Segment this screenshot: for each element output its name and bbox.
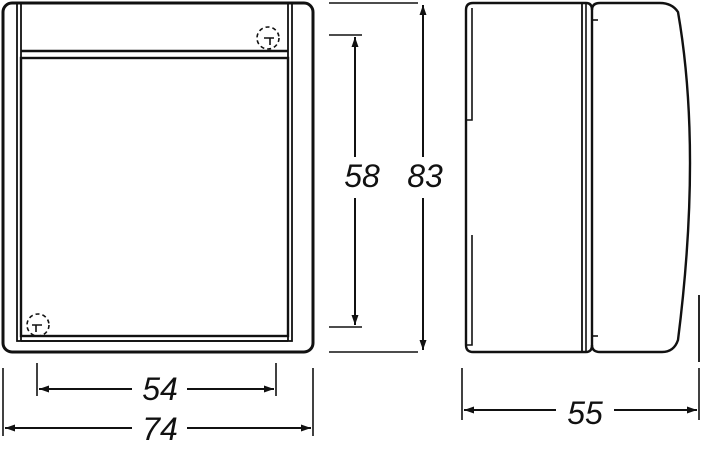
dimension-58: 58 [344, 37, 380, 325]
side-extension-lines [461, 368, 700, 420]
side-curved-lid [590, 1, 692, 354]
dimension-54-label: 54 [142, 371, 178, 407]
screw-bottom-left-icon [26, 313, 50, 337]
side-base-body [464, 1, 594, 354]
front-housing-outline [1, 1, 315, 354]
dimension-54: 54 [39, 371, 274, 407]
front-lid [19, 56, 290, 338]
front-view [1, 1, 315, 354]
dimension-58-label: 58 [344, 158, 380, 194]
front-inner-frame [16, 2, 293, 342]
dimension-55: 55 [464, 395, 697, 431]
side-view [464, 1, 700, 362]
dimension-55-label: 55 [567, 395, 603, 431]
front-extension-lines [2, 2, 418, 436]
dimension-74-label: 74 [142, 411, 178, 447]
screw-top-right-icon [256, 26, 280, 50]
dimension-74: 74 [5, 411, 311, 447]
dimension-83: 83 [407, 5, 443, 350]
dimension-83-label: 83 [407, 158, 443, 194]
